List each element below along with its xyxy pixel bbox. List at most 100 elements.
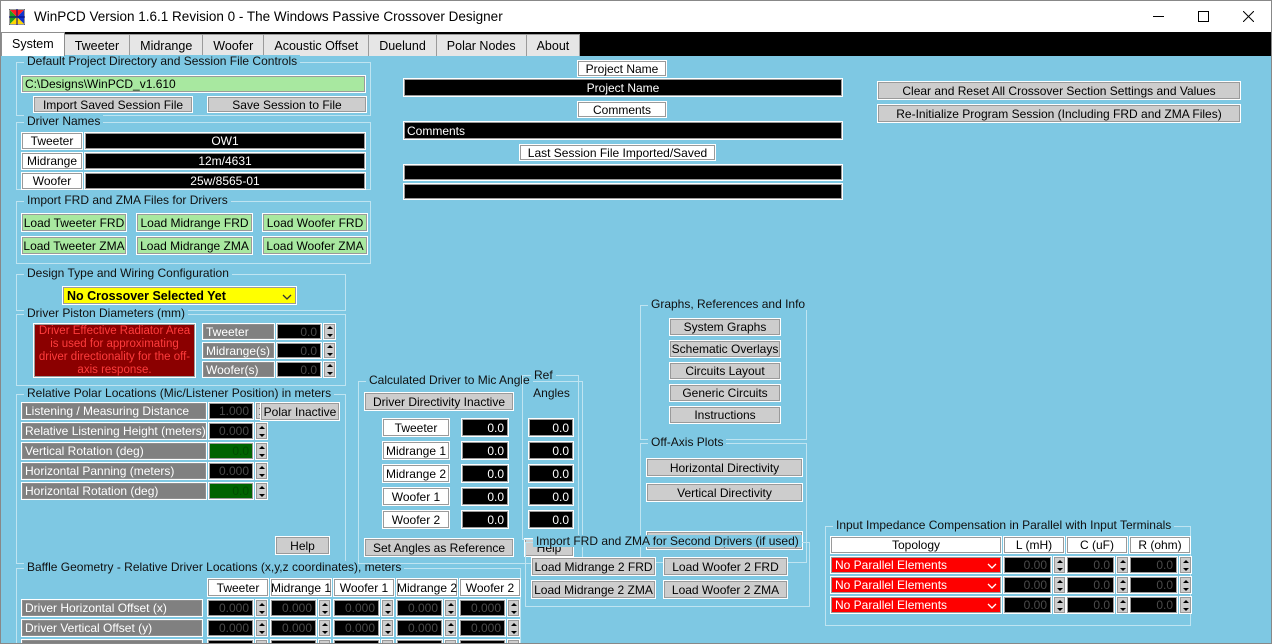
- impedance-r-value-0[interactable]: 0.0: [1129, 556, 1178, 574]
- baffle-spinner-2-4[interactable]: [507, 639, 520, 643]
- baffle-cell-1-4[interactable]: 0.000: [459, 619, 506, 637]
- instructions-button[interactable]: Instructions: [669, 406, 781, 424]
- close-icon[interactable]: [1226, 1, 1271, 32]
- horizontal-directivity-button[interactable]: Horizontal Directivity: [646, 458, 803, 477]
- clear-reset-button[interactable]: Clear and Reset All Crossover Section Se…: [877, 81, 1241, 100]
- impedance-l-spinner-1[interactable]: [1053, 576, 1066, 594]
- system-graphs-button[interactable]: System Graphs: [669, 318, 781, 336]
- generic-circuits-button[interactable]: Generic Circuits: [669, 384, 781, 402]
- circuits-layout-button[interactable]: Circuits Layout: [669, 362, 781, 380]
- baffle-spinner-1-2[interactable]: [381, 619, 394, 637]
- polar-value-3[interactable]: 0.000: [208, 462, 254, 480]
- load-midrange2-frd-button[interactable]: Load Midrange 2 FRD: [531, 557, 656, 576]
- tab-tweeter[interactable]: Tweeter: [63, 34, 131, 56]
- set-angles-reference-button[interactable]: Set Angles as Reference: [364, 538, 514, 557]
- baffle-cell-2-4[interactable]: 0.000: [459, 639, 506, 643]
- impedance-l-spinner-2[interactable]: [1053, 596, 1066, 614]
- baffle-spinner-1-1[interactable]: [318, 619, 331, 637]
- driver-directivity-button[interactable]: Driver Directivity Inactive: [364, 392, 514, 411]
- baffle-spinner-0-4[interactable]: [507, 599, 520, 617]
- baffle-cell-1-2[interactable]: 0.000: [333, 619, 380, 637]
- tab-midrange[interactable]: Midrange: [129, 34, 204, 56]
- import-session-button[interactable]: Import Saved Session File: [33, 96, 193, 113]
- tab-duelund[interactable]: Duelund: [368, 34, 437, 56]
- impedance-c-value-0[interactable]: 0.0: [1066, 556, 1115, 574]
- comments-button[interactable]: Comments: [577, 101, 667, 118]
- reinitialize-button[interactable]: Re-Initialize Program Session (Including…: [877, 104, 1241, 123]
- piston-spinner-midrange[interactable]: [323, 342, 336, 359]
- load-woofer2-zma-button[interactable]: Load Woofer 2 ZMA: [663, 580, 788, 599]
- polar-value-0[interactable]: 1.000: [208, 402, 254, 420]
- piston-value-woofer[interactable]: 0.0: [276, 361, 322, 378]
- baffle-spinner-1-3[interactable]: [444, 619, 457, 637]
- load-midrange-zma-button[interactable]: Load Midrange ZMA: [136, 236, 253, 255]
- driver-name-value-tweeter[interactable]: OW1: [84, 132, 366, 150]
- tab-polar-nodes[interactable]: Polar Nodes: [435, 34, 527, 56]
- baffle-spinner-2-1[interactable]: [318, 639, 331, 643]
- impedance-r-spinner-2[interactable]: [1179, 596, 1192, 614]
- load-midrange-frd-button[interactable]: Load Midrange FRD: [136, 213, 253, 232]
- impedance-c-spinner-0[interactable]: [1116, 556, 1129, 574]
- baffle-cell-0-4[interactable]: 0.000: [459, 599, 506, 617]
- load-woofer2-frd-button[interactable]: Load Woofer 2 FRD: [663, 557, 788, 576]
- project-name-button[interactable]: Project Name: [577, 60, 667, 77]
- baffle-cell-1-0[interactable]: 0.000: [207, 619, 254, 637]
- tab-woofer[interactable]: Woofer: [202, 34, 265, 56]
- piston-value-midrange[interactable]: 0.0: [276, 342, 322, 359]
- project-name-field[interactable]: Project Name: [403, 78, 843, 97]
- polar-status-button[interactable]: Polar Inactive: [260, 402, 340, 421]
- baffle-cell-2-2[interactable]: 0.000: [333, 639, 380, 643]
- baffle-cell-1-3[interactable]: 0.000: [396, 619, 443, 637]
- polar-spinner-3[interactable]: [255, 462, 268, 480]
- impedance-c-spinner-2[interactable]: [1116, 596, 1129, 614]
- impedance-r-spinner-1[interactable]: [1179, 576, 1192, 594]
- impedance-l-value-1[interactable]: 0.00: [1003, 576, 1052, 594]
- load-woofer-frd-button[interactable]: Load Woofer FRD: [262, 213, 368, 232]
- load-midrange2-zma-button[interactable]: Load Midrange 2 ZMA: [531, 580, 656, 599]
- load-woofer-zma-button[interactable]: Load Woofer ZMA: [262, 236, 368, 255]
- last-session-button[interactable]: Last Session File Imported/Saved: [519, 144, 716, 161]
- driver-name-value-woofer[interactable]: 25w/8565-01: [84, 172, 366, 190]
- design-type-select[interactable]: No Crossover Selected Yet: [62, 286, 297, 305]
- impedance-l-value-2[interactable]: 0.00: [1003, 596, 1052, 614]
- load-tweeter-zma-button[interactable]: Load Tweeter ZMA: [21, 236, 127, 255]
- baffle-cell-2-0[interactable]: 0.000: [207, 639, 254, 643]
- comments-field[interactable]: Comments: [403, 121, 843, 140]
- impedance-r-value-1[interactable]: 0.0: [1129, 576, 1178, 594]
- polar-value-1[interactable]: 0.000: [208, 422, 254, 440]
- tab-acoustic-offset[interactable]: Acoustic Offset: [263, 34, 370, 56]
- polar-value-4[interactable]: 0.0: [208, 482, 254, 500]
- baffle-spinner-2-2[interactable]: [381, 639, 394, 643]
- project-directory-field[interactable]: C:\Designs\WinPCD_v1.610: [21, 75, 366, 93]
- baffle-cell-0-1[interactable]: 0.000: [270, 599, 317, 617]
- impedance-l-spinner-0[interactable]: [1053, 556, 1066, 574]
- piston-spinner-tweeter[interactable]: [323, 323, 336, 340]
- baffle-cell-1-1[interactable]: 0.000: [270, 619, 317, 637]
- load-tweeter-frd-button[interactable]: Load Tweeter FRD: [21, 213, 127, 232]
- baffle-spinner-2-0[interactable]: [255, 639, 268, 643]
- polar-spinner-1[interactable]: [255, 422, 268, 440]
- baffle-cell-0-3[interactable]: 0.000: [396, 599, 443, 617]
- baffle-spinner-0-2[interactable]: [381, 599, 394, 617]
- tab-system[interactable]: System: [1, 32, 65, 56]
- polar-spinner-2[interactable]: [255, 442, 268, 460]
- impedance-topology-select-0[interactable]: No Parallel Elements: [830, 556, 1002, 574]
- baffle-cell-2-1[interactable]: 0.000: [270, 639, 317, 643]
- baffle-cell-0-2[interactable]: 0.000: [333, 599, 380, 617]
- impedance-l-value-0[interactable]: 0.00: [1003, 556, 1052, 574]
- polar-value-2[interactable]: 0.0: [208, 442, 254, 460]
- baffle-spinner-1-0[interactable]: [255, 619, 268, 637]
- tab-about[interactable]: About: [525, 34, 581, 56]
- baffle-spinner-2-3[interactable]: [444, 639, 457, 643]
- impedance-r-value-2[interactable]: 0.0: [1129, 596, 1178, 614]
- impedance-c-spinner-1[interactable]: [1116, 576, 1129, 594]
- piston-value-tweeter[interactable]: 0.0: [276, 323, 322, 340]
- minimize-icon[interactable]: [1136, 1, 1181, 32]
- baffle-spinner-0-3[interactable]: [444, 599, 457, 617]
- driver-name-value-midrange[interactable]: 12m/4631: [84, 152, 366, 170]
- piston-spinner-woofer[interactable]: [323, 361, 336, 378]
- polar-help-button[interactable]: Help: [275, 536, 330, 555]
- impedance-c-value-1[interactable]: 0.0: [1066, 576, 1115, 594]
- impedance-r-spinner-0[interactable]: [1179, 556, 1192, 574]
- baffle-spinner-0-1[interactable]: [318, 599, 331, 617]
